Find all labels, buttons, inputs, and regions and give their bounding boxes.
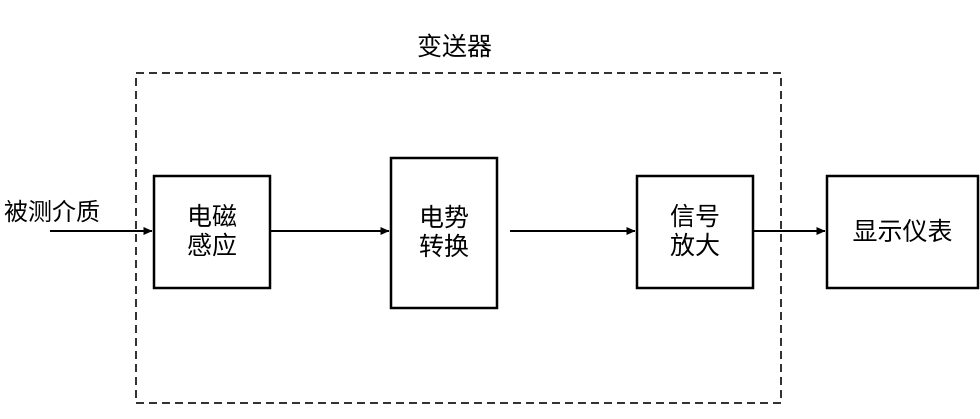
transmitter-boundary-dashed-box [135, 72, 782, 404]
node-box-potential-conversion[interactable] [389, 156, 499, 310]
diagram-title: 变送器 [417, 32, 493, 61]
node-box-electromagnetic-induction[interactable] [152, 174, 272, 290]
node-box-display-instrument[interactable] [825, 174, 980, 290]
input-label-measured-medium: 被测介质 [4, 198, 100, 226]
node-box-signal-amplification[interactable] [635, 174, 755, 290]
